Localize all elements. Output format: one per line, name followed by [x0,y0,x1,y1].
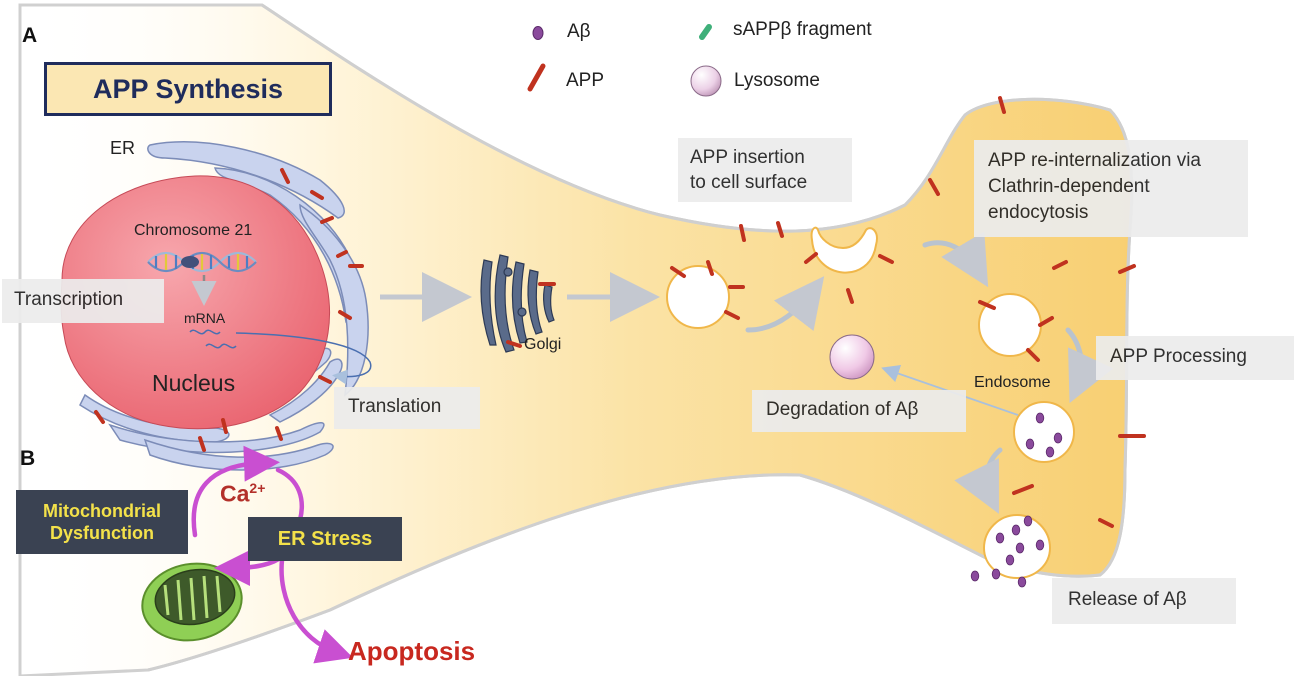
er-app-markers [94,168,364,452]
translation-label: Translation [334,387,480,429]
dna-helix-icon [147,251,257,273]
golgi-icon [480,254,555,353]
reinternalization-line-2: Clathrin-dependent [988,176,1150,197]
insertion-line-1: APP insertion [690,147,805,168]
app-processing-label: APP Processing [1096,336,1294,380]
apoptosis-label: Apoptosis [348,636,476,666]
app-synthesis-title: APP Synthesis [44,62,332,116]
legend-abeta-label: Aβ [567,21,591,42]
insertion-label: APP insertion to cell surface [678,138,852,202]
abeta-particles [970,412,1063,588]
lysosome [829,334,875,380]
legend-lysosome-icon [690,65,722,97]
calcium-charge: 2+ [249,480,266,496]
translation-text: Translation [348,396,442,417]
transcription-text: Transcription [14,289,124,310]
reinternalization-line-1: APP re-internalization via [988,150,1201,171]
legend-sappb-label: sAPPβ fragment [733,19,872,40]
golgi-label: Golgi [524,336,562,353]
chromosome-label: Chromosome 21 [134,222,253,239]
mrna-strand-icon [189,329,237,349]
mito-line-2: Dysfunction [49,523,154,543]
reinternalization-label: APP re-internalization via Clathrin-depe… [974,140,1248,237]
legend-lysosome-label: Lysosome [734,70,820,91]
calcium-symbol: Ca [220,480,250,507]
mito-line-1: Mitochondrial [43,501,161,521]
endosome-label: Endosome [974,374,1051,391]
panel-b-letter: B [20,447,36,470]
insertion-line-2: to cell surface [690,172,808,193]
mrna-label: mRNA [184,310,226,326]
degradation-text: Degradation of Aβ [766,399,919,420]
er-stress-box: ER Stress [248,517,402,561]
release-text: Release of Aβ [1068,589,1187,610]
transcription-label: Transcription [2,279,164,323]
degradation-label: Degradation of Aβ [752,390,966,432]
flow-arrows [745,231,1114,514]
legend-sappb-icon [699,24,712,40]
er-label: ER [110,138,136,158]
legend-abeta-icon [532,26,544,40]
cell-app-markers [670,96,1146,528]
reinternalization-line-3: endocytosis [988,202,1089,223]
nucleus-label: Nucleus [152,370,236,396]
app-processing-text: APP Processing [1110,346,1247,367]
legend-app-icon [527,63,546,92]
calcium-label: Ca2+ [220,480,265,508]
panel-a-letter: A [22,24,38,47]
release-label: Release of Aβ [1052,578,1236,624]
legend-app-label: APP [566,70,605,91]
mitochondrial-dysfunction-box: Mitochondrial Dysfunction [16,490,188,554]
